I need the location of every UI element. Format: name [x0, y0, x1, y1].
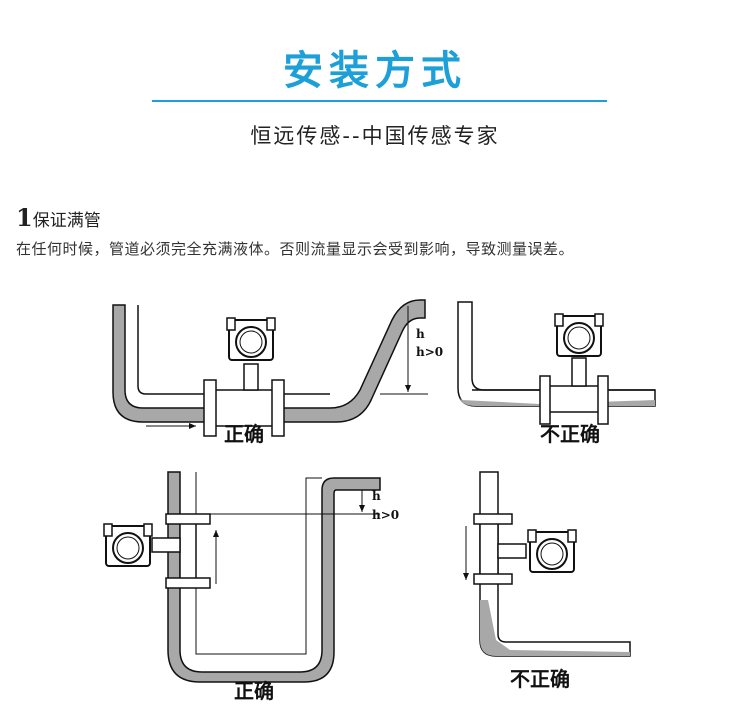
diagram1-h-label: h [416, 327, 425, 341]
diagram3-h-gt0-label: h>0 [372, 508, 399, 522]
diagram4-incorrect-label: 不正确 [510, 667, 570, 691]
section-heading-text: 保证满管 [32, 211, 101, 231]
diagram2-incorrect-label: 不正确 [540, 422, 600, 446]
section-description: 在任何时候，管道必须完全充满液体。否则流量显示会受到影响，导致测量误差。 [16, 240, 575, 258]
title-underline [152, 100, 607, 102]
diagram1-correct-label: 正确 [224, 422, 264, 446]
diagram-incorrect-vertical-down: 不正确 [463, 471, 631, 691]
page-title: 安装方式 [283, 48, 467, 94]
diagram3-h-label: h [372, 489, 381, 503]
section-number: 1 [16, 203, 33, 232]
page-subtitle: 恒远传感--中国传感专家 [250, 124, 500, 148]
section-heading: 1保证满管 [16, 203, 101, 232]
diagram3-correct-label: 正确 [234, 679, 274, 703]
diagram-correct-vertical-up: h h>0 正确 [103, 471, 399, 703]
diagram-incorrect-horizontal: 不正确 [457, 301, 656, 446]
diagram-correct-horizontal-rise: h h>0 正确 [112, 299, 443, 446]
diagram1-h-gt0-label: h>0 [416, 345, 443, 359]
